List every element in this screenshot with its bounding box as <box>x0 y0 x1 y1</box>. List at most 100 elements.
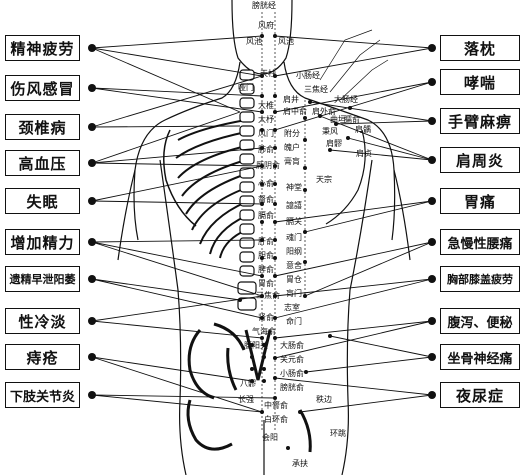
bullet-right-10 <box>428 391 436 399</box>
label-arm-numbness: 手臂麻痹 <box>440 108 520 134</box>
bullet-right-5 <box>428 197 436 205</box>
bullet-left-9 <box>88 353 96 361</box>
point-geshu: 膈俞 <box>258 211 274 220</box>
point-baihuanshu: 白环俞 <box>264 415 288 424</box>
bullet-left-10 <box>88 391 96 399</box>
bullet-right-4 <box>428 156 436 164</box>
bullet-left-5 <box>88 197 96 205</box>
point-changqiang: 长强 <box>238 395 254 404</box>
label-cervical-spondylosis: 颈椎病 <box>5 114 80 140</box>
bullet-left-4 <box>88 159 96 167</box>
label-asthma: 哮喘 <box>440 69 520 95</box>
spine <box>237 69 257 311</box>
label-diarrhea-constipation: 腹泻、便秘 <box>440 308 520 334</box>
point-ganshu: 肝俞 <box>258 237 274 246</box>
bullet-left-2 <box>88 84 96 92</box>
bullet-right-8 <box>428 317 436 325</box>
point-yixi: 譩譆 <box>286 201 302 210</box>
bullet-left-1 <box>88 44 96 52</box>
connector-lines-left <box>91 35 276 413</box>
point-dushu: 督俞 <box>258 195 274 204</box>
bullet-right-1 <box>428 44 436 52</box>
bullet-right-6 <box>428 238 436 246</box>
bullet-right-9 <box>428 353 436 361</box>
point-feishu: 肺俞 <box>258 145 274 154</box>
point-fengfu: 风府 <box>258 21 274 30</box>
sacral-dots <box>250 343 266 383</box>
point-pohu: 魄户 <box>284 143 300 152</box>
point-jueyinshu: 厥阴俞 <box>256 161 280 170</box>
point-dachangjing: 大肠经 <box>334 95 358 104</box>
point-jianjing: 肩井 <box>283 95 299 104</box>
point-tianzhu: 天柱 <box>260 69 276 78</box>
label-hemorrhoids: 痔疮 <box>5 344 80 370</box>
connector-lines-right <box>274 35 433 413</box>
point-xiaochangjing: 小肠经 <box>296 71 320 80</box>
label-cold-flu: 伤风感冒 <box>5 75 80 101</box>
point-zhishi: 志室 <box>284 303 300 312</box>
point-jianzhen: 肩贞 <box>356 149 372 158</box>
point-dazhu: 大杼 <box>258 115 274 124</box>
point-jianzhongshu: 肩中俞 <box>283 107 307 116</box>
label-increase-energy: 增加精力 <box>5 229 80 255</box>
point-weishu: 胃俞 <box>258 279 274 288</box>
point-fengchi-right: 风池 <box>278 37 294 46</box>
label-sexual-dysfunction: 遗精早泄阳萎 <box>5 266 80 292</box>
point-yanggang: 阳纲 <box>286 247 302 256</box>
point-yaoyangguan: 腰阳关 <box>244 341 268 350</box>
point-pangguangshu: 膀胱俞 <box>280 383 304 392</box>
ribs-left <box>175 119 247 259</box>
point-dachangshu: 大肠俞 <box>280 341 304 350</box>
point-jianliao: 肩髎 <box>326 139 342 148</box>
label-hypertension: 高血压 <box>5 150 80 176</box>
label-nocturia: 夜尿症 <box>440 382 520 408</box>
point-xinshu: 心俞 <box>258 179 274 188</box>
point-zhibian: 秩边 <box>316 395 332 404</box>
scapula-left <box>163 129 197 227</box>
bullet-left-3 <box>88 123 96 131</box>
point-zhonglvshu: 中膂俞 <box>264 401 288 410</box>
label-lower-limb-arthritis: 下肢关节炎 <box>5 382 80 408</box>
point-hunmen: 魂门 <box>286 233 302 242</box>
point-xiaochangshu: 小肠俞 <box>280 369 304 378</box>
label-frozen-shoulder: 肩周炎 <box>440 147 520 173</box>
point-chengfu: 承扶 <box>292 459 308 468</box>
point-baliao: 八髎 <box>240 379 256 388</box>
label-stiff-neck: 落枕 <box>440 35 520 61</box>
point-huangmen: 肓门 <box>286 289 302 298</box>
point-pishu: 脾俞 <box>258 265 274 274</box>
point-qihaishu: 气海俞 <box>252 327 276 336</box>
point-bingfeng: 秉风 <box>322 127 338 136</box>
point-naoshu: 臑俞 <box>344 115 360 124</box>
point-danshu: 胆俞 <box>258 251 274 260</box>
point-jianwaishu: 肩外俞 <box>312 107 336 116</box>
point-tianzong: 天宗 <box>316 175 332 184</box>
point-mingmen: 命门 <box>286 317 302 326</box>
point-jianyu: 肩髃 <box>355 125 371 134</box>
point-guanyuanshu: 关元俞 <box>280 355 304 364</box>
bullet-left-7 <box>88 275 96 283</box>
point-sanjiaoshu: 三焦俞 <box>256 291 280 300</box>
point-quyuan: 曲垣 <box>330 115 346 124</box>
bullet-right-7 <box>428 275 436 283</box>
scapula-right <box>325 129 366 225</box>
pelvis <box>186 322 312 453</box>
bullet-right-3 <box>428 117 436 125</box>
point-weicang: 胃仓 <box>286 275 302 284</box>
label-frigidity: 性冷淡 <box>5 308 80 334</box>
point-sanjiaojing: 三焦经 <box>304 85 328 94</box>
bullet-left-6 <box>88 238 96 246</box>
label-back-pain: 急慢性腰痛 <box>440 229 520 255</box>
point-top: 膀胱经 <box>252 1 276 10</box>
point-shenshu: 肾俞 <box>258 313 274 322</box>
point-dazhui: 大椎 <box>258 101 274 110</box>
point-huiyang: 会阳 <box>262 433 278 442</box>
point-geguan: 膈关 <box>286 217 302 226</box>
point-huantiao: 环跳 <box>330 429 346 438</box>
point-shentang: 神堂 <box>286 183 302 192</box>
bullet-left-8 <box>88 317 96 325</box>
point-yamen: 哑门 <box>238 83 254 92</box>
label-sciatica: 坐骨神经痛 <box>440 344 520 370</box>
body-outline <box>117 0 411 475</box>
